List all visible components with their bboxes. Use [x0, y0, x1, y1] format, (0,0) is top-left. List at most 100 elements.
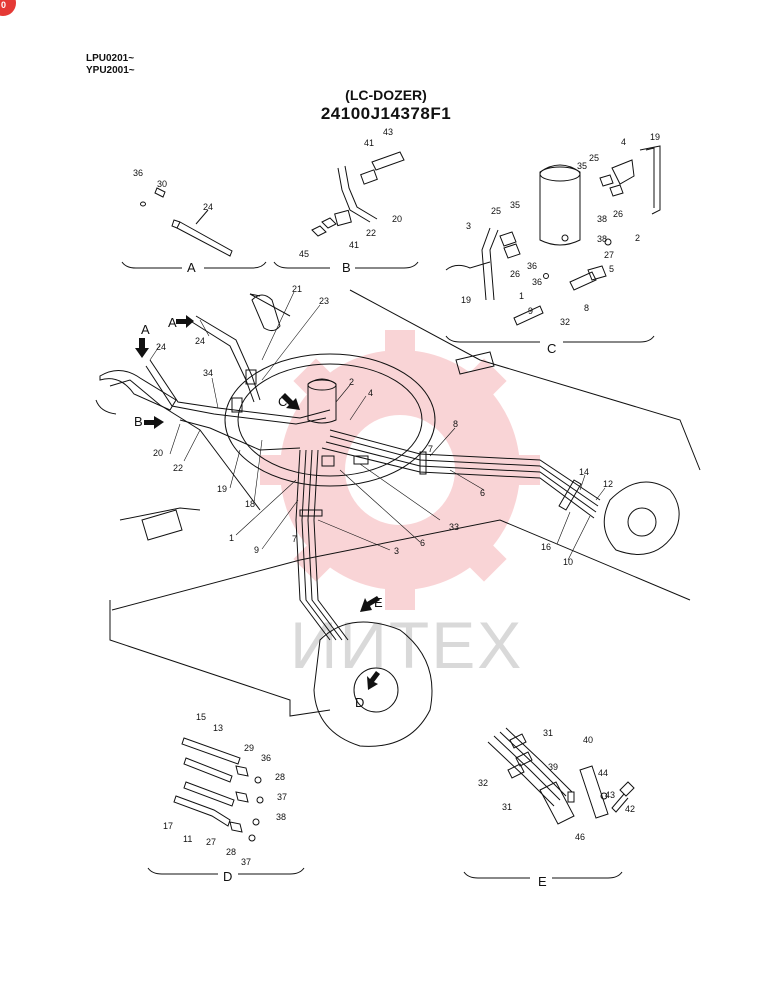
part-label: 19 — [650, 132, 660, 142]
part-label: 24 — [156, 342, 166, 352]
hose-part — [176, 221, 233, 257]
part-label: 26 — [613, 209, 623, 219]
part-label: 22 — [173, 463, 183, 473]
upper-frame-outline — [349, 289, 701, 471]
diagram-part-number: 24100J14378F1 — [320, 104, 452, 123]
elbow-fitting-part — [569, 271, 597, 291]
pipe-part — [639, 145, 661, 215]
inset-b — [273, 151, 419, 269]
part-label: 28 — [275, 772, 285, 782]
part-label: 36 — [527, 261, 537, 271]
clamp-part — [334, 209, 352, 227]
part-label: 26 — [510, 269, 520, 279]
part-label: 7 — [292, 534, 297, 544]
pipe-clamp — [245, 369, 257, 385]
part-label: 4 — [621, 137, 626, 147]
watermark-text: ИИТЕХ — [290, 608, 523, 682]
part-label: 21 — [292, 284, 302, 294]
part-label: 9 — [528, 306, 533, 316]
hydraulic-pipe — [195, 315, 261, 401]
view-arrow-e — [360, 596, 380, 612]
view-arrow-a-top — [176, 315, 194, 328]
part-label: 14 — [579, 467, 589, 477]
serial-range-2: YPU2001~ — [86, 65, 135, 76]
travel-motor-right — [603, 481, 680, 555]
part-label: 43 — [383, 127, 393, 137]
part-label: 1 — [229, 533, 234, 543]
bolt-head-part — [619, 781, 635, 797]
hydraulic-pipe — [329, 429, 601, 501]
part-label: 5 — [609, 264, 614, 274]
pipe-clamp — [231, 397, 243, 413]
part-label: 11 — [183, 834, 192, 844]
part-label: 10 — [563, 557, 573, 567]
part-label: 31 — [543, 728, 553, 738]
boom-cylinder — [99, 370, 177, 411]
part-label: 2 — [635, 233, 640, 243]
pipe-part — [173, 795, 231, 827]
page-corner-badge: 0 — [0, 0, 16, 16]
o-ring-part — [252, 818, 260, 826]
bolt-part — [513, 305, 544, 326]
part-label: 44 — [598, 768, 608, 778]
center-swivel-joint — [307, 378, 337, 424]
section-label-e: E — [538, 874, 547, 889]
view-arrow-b — [144, 416, 164, 429]
part-label: 25 — [589, 153, 599, 163]
main-arrow-label-e: E — [374, 595, 383, 610]
pipe-clamp — [558, 479, 582, 511]
part-label: 41 — [364, 138, 374, 148]
o-ring-part — [254, 776, 262, 784]
pipe-part — [337, 167, 371, 223]
part-label: 2 — [349, 377, 354, 387]
section-label-b: B — [342, 260, 351, 275]
part-label: 24 — [195, 336, 205, 346]
adapter-part — [235, 791, 249, 803]
part-label: 38 — [597, 234, 607, 244]
part-label: 37 — [277, 792, 287, 802]
part-label: 6 — [480, 488, 485, 498]
part-label: 22 — [366, 228, 376, 238]
part-label: 8 — [453, 419, 458, 429]
serial-range-1: LPU0201~ — [86, 53, 135, 64]
part-label: 46 — [575, 832, 585, 842]
pipe-clamp — [299, 509, 323, 517]
section-label-d: D — [223, 869, 232, 884]
adapter-part — [235, 765, 249, 777]
main-assembly — [95, 289, 701, 747]
part-label: 31 — [502, 802, 512, 812]
fitting-part — [611, 159, 635, 185]
leader-lines — [149, 291, 606, 561]
part-label: 42 — [625, 804, 635, 814]
hydraulic-pipe — [179, 419, 301, 451]
part-label: 32 — [560, 317, 570, 327]
part-label: 24 — [203, 202, 213, 212]
part-label: 39 — [548, 762, 558, 772]
o-ring-part — [256, 796, 264, 804]
fitting-part — [507, 733, 533, 779]
main-arrow-label-c: C — [278, 394, 287, 409]
part-label: 12 — [603, 479, 613, 489]
part-label: 32 — [478, 778, 488, 788]
part-label: 8 — [584, 303, 589, 313]
part-label: 30 — [157, 179, 167, 189]
o-ring-part — [248, 834, 256, 842]
section-label-a: A — [187, 260, 196, 275]
adapter-part — [229, 821, 243, 833]
travel-motor-lower — [313, 621, 433, 747]
part-label: 43 — [605, 790, 615, 800]
part-label: 18 — [245, 499, 255, 509]
part-label: 33 — [449, 522, 459, 532]
part-label: 4 — [368, 388, 373, 398]
part-label: 27 — [206, 837, 216, 847]
part-label: 36 — [133, 168, 143, 178]
diagram-subtitle: (LC-DOZER) — [345, 87, 427, 103]
part-label: 41 — [349, 240, 359, 250]
main-arrow-label-d: D — [355, 695, 364, 710]
part-label: 19 — [461, 295, 471, 305]
dozer-cylinder-top — [251, 294, 281, 332]
lower-cylinder-left — [141, 509, 183, 541]
pipe-fitting — [321, 455, 335, 467]
turntable-ring — [224, 353, 436, 487]
